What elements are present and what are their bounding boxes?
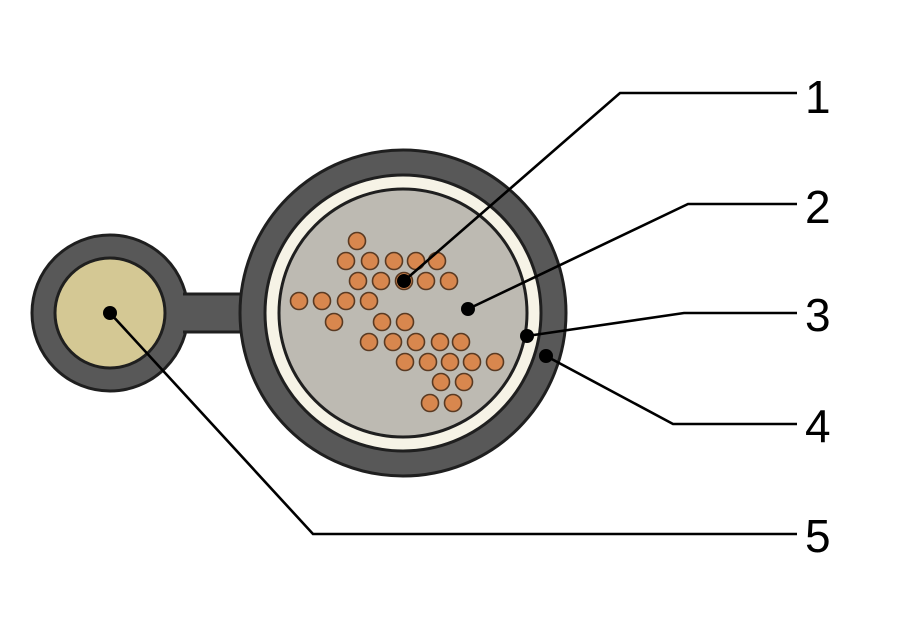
leader-4-marker-dot	[539, 349, 553, 363]
conductor-strand	[431, 372, 451, 392]
conductor-strand	[485, 352, 505, 372]
conductor-strand	[348, 271, 368, 291]
conductor-strand	[336, 251, 356, 271]
conductor-strand	[427, 251, 447, 271]
conductor-strand	[359, 332, 379, 352]
messenger-wire	[30, 233, 262, 393]
conductor-strand	[395, 352, 415, 372]
conductor-strand	[360, 251, 380, 271]
conductor-strand	[451, 332, 471, 352]
conductor-strand	[336, 291, 356, 311]
conductor-strand	[454, 372, 474, 392]
leader-1-marker-dot	[397, 274, 411, 288]
conductor-strand	[439, 271, 459, 291]
leader-2-marker-dot	[461, 302, 475, 316]
conductor-strand	[371, 271, 391, 291]
leader-3-line	[526, 311, 797, 338]
conductor-strand	[347, 231, 367, 251]
leader-3-marker-dot	[520, 329, 534, 343]
callout-label-1: 1	[805, 71, 831, 123]
callout-label-5: 5	[805, 510, 831, 562]
leader-lines	[103, 91, 797, 536]
conductor-strand	[324, 312, 344, 332]
conductor-strand	[383, 332, 403, 352]
leader-5-marker-dot	[103, 306, 117, 320]
main-cable	[238, 148, 568, 478]
conductor-strand	[440, 352, 460, 372]
conductor-strand	[443, 393, 463, 413]
callout-labels: 1 2 3 4 5	[805, 71, 831, 562]
conductor-strand	[372, 312, 392, 332]
conductor-strand	[416, 271, 436, 291]
conductor-strand	[384, 251, 404, 271]
conductor-strand	[359, 291, 379, 311]
callout-label-3: 3	[805, 289, 831, 341]
leader-4-line	[545, 354, 797, 426]
conductor-strand	[462, 352, 482, 372]
conductor-strand	[312, 291, 332, 311]
conductor-strand	[395, 312, 415, 332]
leader-2-line	[467, 202, 797, 311]
leader-1-line	[403, 91, 797, 282]
conductor-strand	[430, 332, 450, 352]
conductor-strand	[418, 352, 438, 372]
callout-label-2: 2	[805, 181, 831, 233]
conductor-strand	[289, 291, 309, 311]
conductor-strand	[420, 393, 440, 413]
callout-label-4: 4	[805, 400, 831, 452]
conductor-strand	[406, 332, 426, 352]
leader-5-line	[109, 312, 797, 536]
